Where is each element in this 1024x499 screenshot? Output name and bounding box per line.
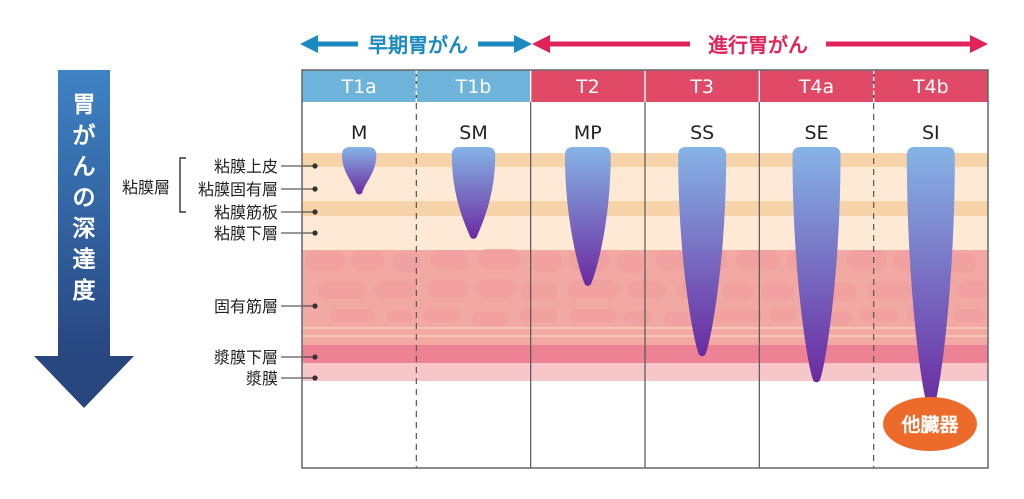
stage-code: T1b [455,76,492,98]
layer-leader-dot [312,163,318,169]
layer-label: 固有筋層 [214,297,278,316]
muscle-blob [627,280,666,299]
muscle-blob [957,280,989,299]
layer-label: 粘膜筋板 [214,203,278,222]
tumor-t1a [342,147,377,195]
layer-label: 漿膜下層 [214,348,278,367]
tumor-t1b [451,147,496,239]
tumor-t2 [564,147,611,286]
muscle-blob [330,309,376,324]
stage-abbreviation: SI [922,122,940,144]
muscle-blob [392,252,421,273]
muscle-blob [426,279,470,298]
layer-leader-dot [312,209,318,215]
layer-leader-dot [312,354,318,360]
stage-header-t4a [759,70,874,102]
stage-abbreviation: MP [574,122,602,144]
muscle-blob [846,250,887,271]
muscle-blob [860,308,900,323]
muscle-blob [714,308,763,323]
muscle-blob [476,279,515,298]
muscle-blob [477,249,521,270]
depth-arrow: 胃がんの深達度 [34,70,134,408]
early-cancer-label: 早期胃がん [368,33,468,57]
stage-abbreviation: SE [804,122,828,144]
stage-code: T1a [340,76,376,98]
layer-leader-dot [312,303,318,309]
stage-header-t1a [302,70,417,102]
layer-label: 粘膜上皮 [214,157,278,176]
other-organ-label: 他臓器 [900,413,959,436]
layer-label: 漿膜 [246,369,278,388]
muscle-blob [655,250,685,271]
layer-leader-dot [312,375,318,381]
depth-arrow-label: 胃がんの深達度 [73,92,97,304]
muscle-blob [430,250,468,271]
stage-code: T4b [912,76,949,98]
column-dividers [415,70,875,468]
layer-leader-dot [312,186,318,192]
phase-header-advanced: 進行胃がん [532,33,988,57]
muscle-blob [422,308,461,323]
stage-code: T2 [575,76,600,98]
muscle-blob [519,308,558,323]
layer-leader-dot [312,230,318,236]
tumor-t3 [678,147,727,357]
stage-abbreviation: SS [690,122,714,144]
tumor-t4a [792,147,841,383]
tumor-t4b [906,147,955,409]
muscle-blob [616,252,644,273]
muscle-blob [953,309,986,324]
layer-label: 粘膜固有層 [198,180,278,199]
stage-header-t3 [645,70,760,102]
tumor-invasions [342,147,955,409]
other-organ: 他臓器 [883,397,977,451]
advanced-cancer-label: 進行胃がん [708,33,808,57]
muscle-blob [374,280,417,299]
muscle-blob [736,250,781,271]
muscle-blob [623,310,654,325]
muscle-blob [867,281,914,300]
muscle-blob [472,311,510,326]
phase-header-early: 早期胃がん [300,33,532,57]
muscle-blob [568,309,618,324]
muscle-blob [306,251,345,272]
stage-header-t2 [530,70,645,102]
diagram-frame [301,69,989,469]
mucosa-bracket: 粘膜層 [122,157,186,213]
muscle-blob [722,281,755,300]
stage-abbreviation: SM [459,122,487,144]
muscle-blob [529,251,562,272]
mucosa-group-label: 粘膜層 [122,178,170,197]
stage-abbreviation: M [351,122,367,144]
muscle-blob [947,252,976,273]
stage-header-t1b [416,70,531,102]
muscle-blob [761,282,795,301]
muscle-blob [567,280,619,299]
muscle-blob [386,309,414,324]
muscle-blob [318,280,367,299]
muscle-blob [351,250,384,271]
layer-label: 粘膜下層 [214,224,278,243]
muscle-blob [768,308,797,323]
stage-header-t4b [873,70,988,102]
stage-code: T3 [689,76,714,98]
muscle-blob [520,281,558,300]
stage-code: T4a [798,76,834,98]
